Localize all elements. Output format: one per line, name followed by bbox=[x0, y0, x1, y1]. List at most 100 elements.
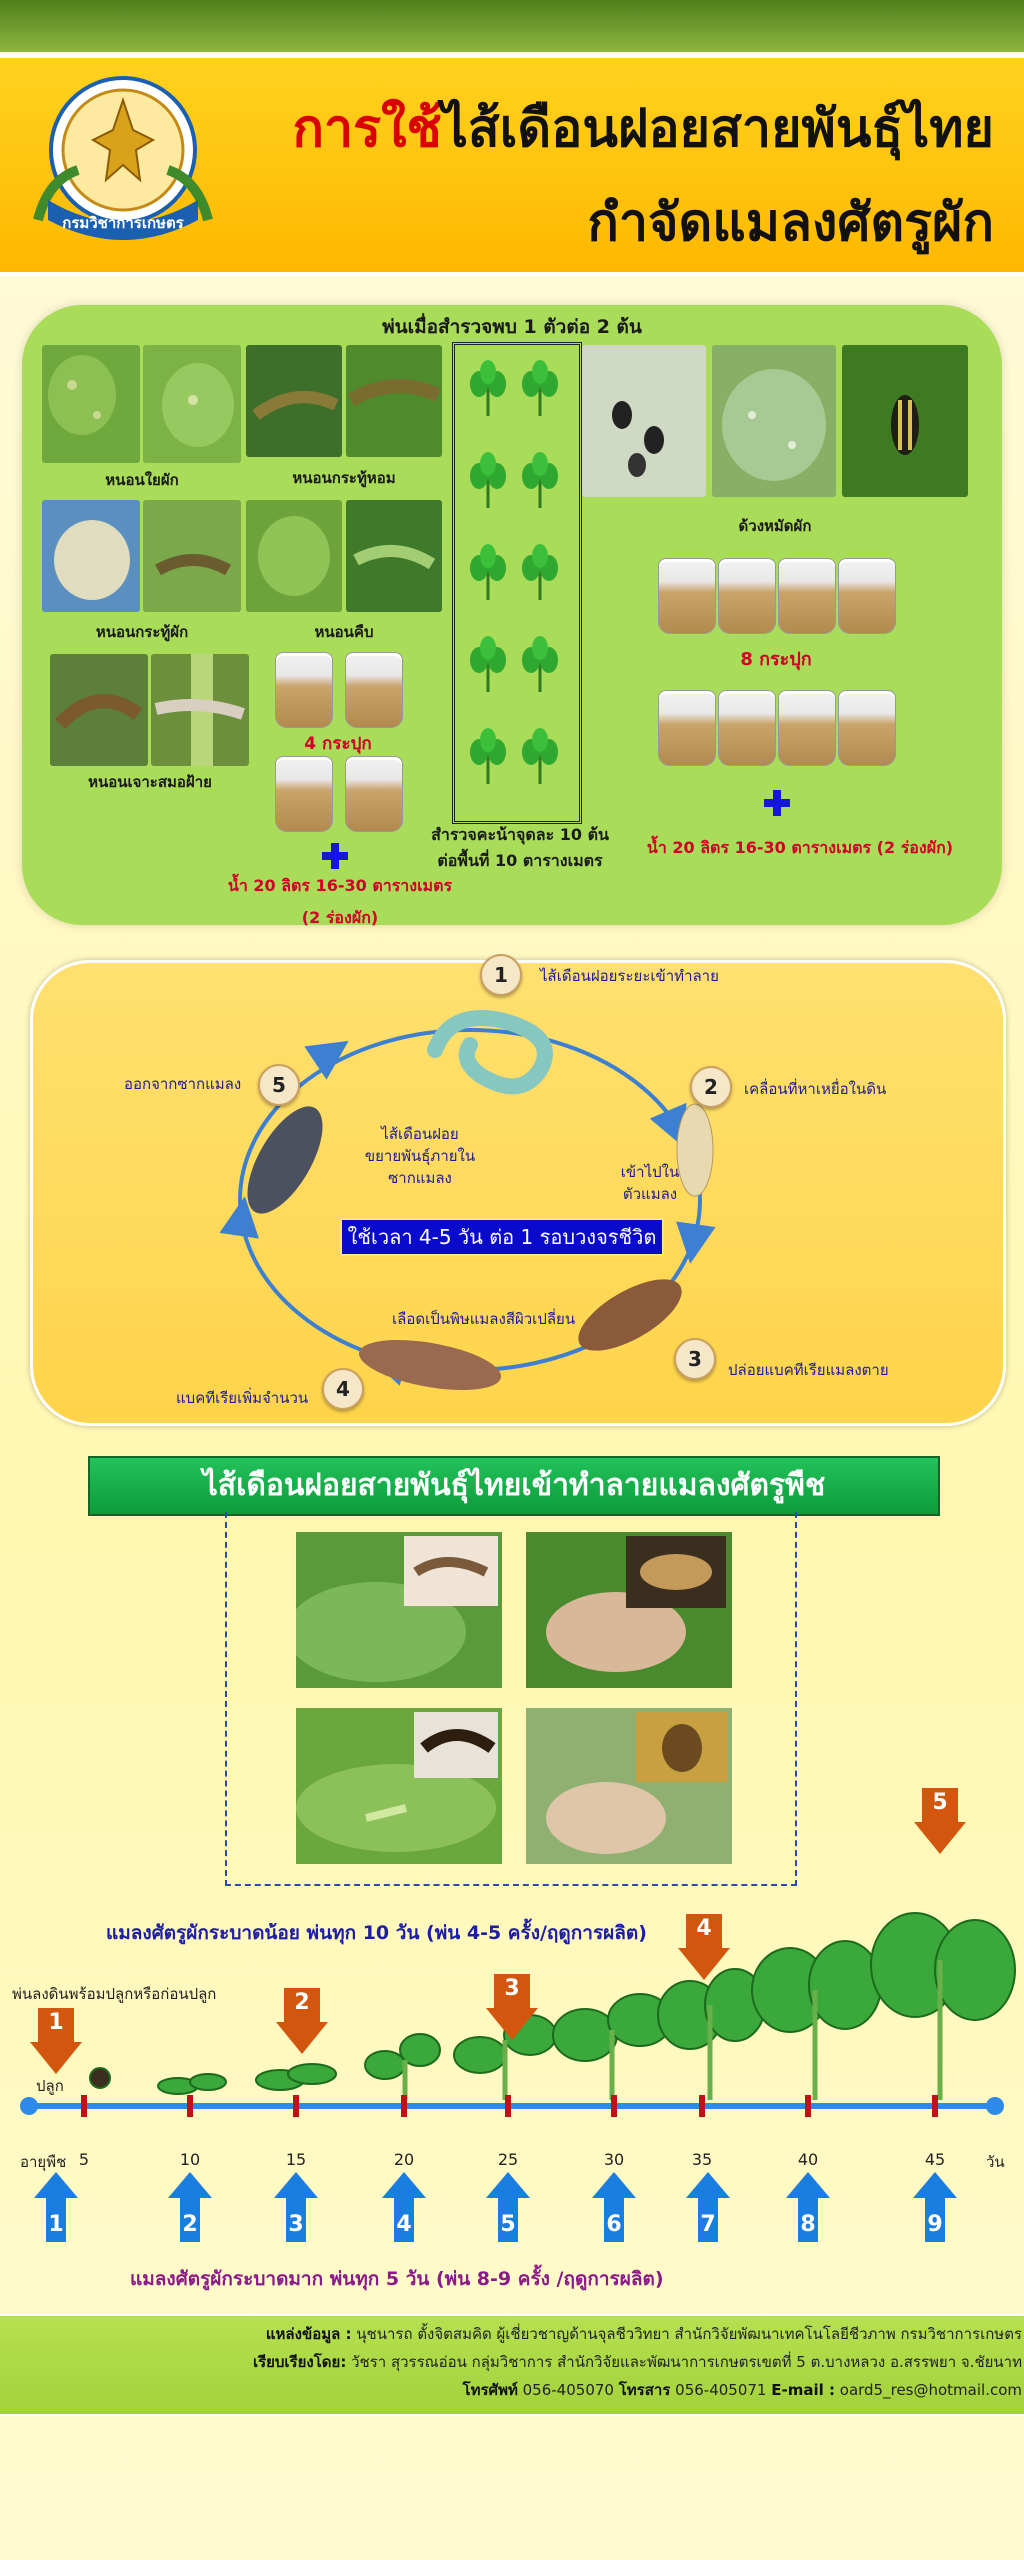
infected-beetle-photo bbox=[526, 1708, 732, 1864]
source-label: แหล่งข้อมูล : bbox=[265, 2325, 352, 2343]
nematode-cup bbox=[345, 652, 403, 728]
pest-label-diamondback: หนอนใยผัก bbox=[105, 471, 179, 489]
spray-arrow-low-outbreak: 2 bbox=[276, 1988, 328, 2054]
page-title-line2: กำจัดแมลงศัตรูผัก bbox=[587, 193, 994, 253]
fax-number: 056-405071 bbox=[675, 2381, 767, 2399]
high-outbreak-schedule: แมลงศัตรูผักระบาดมาก พ่นทุก 5 วัน (พ่น 8… bbox=[130, 2268, 664, 2290]
plus-icon bbox=[764, 790, 790, 816]
spray-arrow-high-outbreak: 5 bbox=[486, 2172, 530, 2242]
title-line1-rest: ไส้เดือนฝอยสายพันธุ์ไทย bbox=[441, 99, 994, 159]
right-cup-count: 8 กระปุก bbox=[740, 649, 812, 670]
phone-label: โทรศัพท์ bbox=[462, 2381, 518, 2399]
pest-label-bollworm: หนอนเจาะสมอฝ้าย bbox=[88, 773, 212, 791]
timeline-day-number: 20 bbox=[393, 2150, 415, 2169]
pest-label-looper: หนอนคืบ bbox=[314, 623, 374, 641]
lifecycle-enter-note: เข้าไปใน bbox=[620, 1163, 680, 1181]
pest-photo-bollworm-1 bbox=[50, 654, 148, 766]
plus-icon bbox=[322, 843, 348, 869]
infected-caterpillar-photo-3 bbox=[296, 1708, 502, 1864]
arrow-number: 1 bbox=[48, 2212, 64, 2237]
spray-arrow-high-outbreak: 2 bbox=[168, 2172, 212, 2242]
soil-application-note: พ่นลงดินพร้อมปลูกหรือก่อนปลูก bbox=[12, 1985, 217, 2003]
left-water-rows: (2 ร่องผัก) bbox=[301, 908, 379, 927]
arrow-number: 8 bbox=[800, 2212, 816, 2237]
spray-arrow-high-outbreak: 8 bbox=[786, 2172, 830, 2242]
lifecycle-step-number: 1 bbox=[480, 954, 522, 996]
spray-arrow-high-outbreak: 6 bbox=[592, 2172, 636, 2242]
up-arrow-icon bbox=[34, 2172, 78, 2242]
lifecycle-breed-note: ซากแมลง bbox=[388, 1169, 452, 1187]
spray-arrow-high-outbreak: 7 bbox=[686, 2172, 730, 2242]
footer-credits bbox=[0, 2314, 1024, 2416]
lifecycle-step-label: เคลื่อนที่หาเหยื่อในดิน bbox=[744, 1080, 887, 1098]
pest-photo-beet-armyworm-2 bbox=[346, 345, 442, 457]
crop-age-label: อายุพืช bbox=[20, 2153, 67, 2171]
nematode-cup bbox=[778, 690, 836, 766]
top-band bbox=[0, 0, 1024, 52]
arrow-number: 4 bbox=[396, 2212, 412, 2237]
footer-source: แหล่งข้อมูล : นุชนารถ ตั้งจิตสมคิด ผู้เช… bbox=[266, 2322, 1022, 2346]
lifecycle-breed-note: ไส้เดือนฝอย bbox=[381, 1125, 459, 1143]
up-arrow-icon bbox=[274, 2172, 318, 2242]
lifecycle-step-number: 4 bbox=[322, 1368, 364, 1410]
lifecycle-step-label: ออกจากซากแมลง bbox=[124, 1075, 242, 1093]
down-arrow-icon bbox=[30, 2008, 82, 2074]
timeline-tick bbox=[401, 2095, 407, 2117]
day-unit-label: วัน bbox=[986, 2153, 1005, 2171]
timeline-day-number: 40 bbox=[797, 2150, 819, 2169]
timeline-tick bbox=[932, 2095, 938, 2117]
timeline-tick bbox=[805, 2095, 811, 2117]
email-address: oard5_res@hotmail.com bbox=[839, 2381, 1022, 2399]
lifecycle-breed-note: ขยายพันธุ์ภายใน bbox=[364, 1147, 476, 1165]
planting-label: ปลูก bbox=[36, 2077, 64, 2095]
pest-photo-cutworm-2 bbox=[143, 500, 241, 612]
nematode-cup bbox=[658, 690, 716, 766]
nematode-cup bbox=[718, 558, 776, 634]
flea-beetle-photo-2 bbox=[712, 345, 836, 497]
page-title-line1: การใช้ไส้เดือนฝอยสายพันธุ์ไทย bbox=[292, 86, 994, 169]
timeline-day-number: 30 bbox=[603, 2150, 625, 2169]
source-text: นุชนารถ ตั้งจิตสมคิด ผู้เชี่ยวชาญด้านจุล… bbox=[356, 2325, 1022, 2343]
lifecycle-diagram bbox=[219, 1010, 716, 1391]
timeline-tick bbox=[293, 2095, 299, 2117]
lifecycle-blood-note: เลือดเป็นพิษแมลงสีผิวเปลี่ยน bbox=[392, 1310, 576, 1328]
timeline-axis bbox=[28, 2103, 994, 2109]
timeline-tick bbox=[699, 2095, 705, 2117]
arrow-number: 2 bbox=[294, 1990, 310, 2015]
email-label: E-mail : bbox=[771, 2381, 835, 2399]
spray-arrow-low-outbreak: 1 bbox=[30, 2008, 82, 2074]
lifecycle-step-number: 2 bbox=[690, 1066, 732, 1108]
timeline-day-number: 25 bbox=[497, 2150, 519, 2169]
spray-arrow-high-outbreak: 9 bbox=[913, 2172, 957, 2242]
nematode-cup bbox=[275, 652, 333, 728]
pest-photo-looper-2 bbox=[346, 500, 442, 612]
spray-arrow-low-outbreak: 4 bbox=[678, 1914, 730, 1980]
attack-photo-frame bbox=[225, 1512, 797, 1886]
up-arrow-icon bbox=[168, 2172, 212, 2242]
arrow-number: 6 bbox=[606, 2212, 622, 2237]
flea-beetle-photo-3 bbox=[842, 345, 968, 497]
timeline-tick bbox=[611, 2095, 617, 2117]
pest-label-cutworm: หนอนกระทู้ผัก bbox=[95, 623, 189, 641]
infected-caterpillar-photo-1 bbox=[296, 1532, 502, 1688]
pest-label-beet-armyworm: หนอนกระทู้หอม bbox=[292, 469, 396, 487]
survey-line2: ต่อพื้นที่ 10 ตารางเมตร bbox=[437, 851, 603, 870]
spray-arrow-high-outbreak: 3 bbox=[274, 2172, 318, 2242]
timeline-end-dot bbox=[986, 2097, 1004, 2115]
attack-banner: ไส้เดือนฝอยสายพันธุ์ไทยเข้าทำลายแมลงศัตร… bbox=[88, 1456, 940, 1516]
arrow-number: 2 bbox=[182, 2212, 198, 2237]
title-highlight: การใช้ bbox=[292, 99, 442, 159]
timeline-day-number: 5 bbox=[78, 2150, 90, 2169]
spray-arrow-high-outbreak: 1 bbox=[34, 2172, 78, 2242]
lifecycle-step-label: ไส้เดือนฝอยระยะเข้าทำลาย bbox=[540, 967, 719, 985]
pest-photo-cutworm-1 bbox=[42, 500, 140, 612]
infected-caterpillar-photo-2 bbox=[526, 1532, 732, 1688]
nematode-cup bbox=[275, 756, 333, 832]
arrow-number: 3 bbox=[288, 2212, 304, 2237]
arrow-number: 9 bbox=[927, 2212, 943, 2237]
pest-photo-beet-armyworm-1 bbox=[246, 345, 342, 457]
up-arrow-icon bbox=[382, 2172, 426, 2242]
timeline-day-number: 10 bbox=[179, 2150, 201, 2169]
lifecycle-step-number: 3 bbox=[674, 1338, 716, 1380]
flea-beetle-label: ด้วงหมัดผัก bbox=[738, 517, 812, 535]
